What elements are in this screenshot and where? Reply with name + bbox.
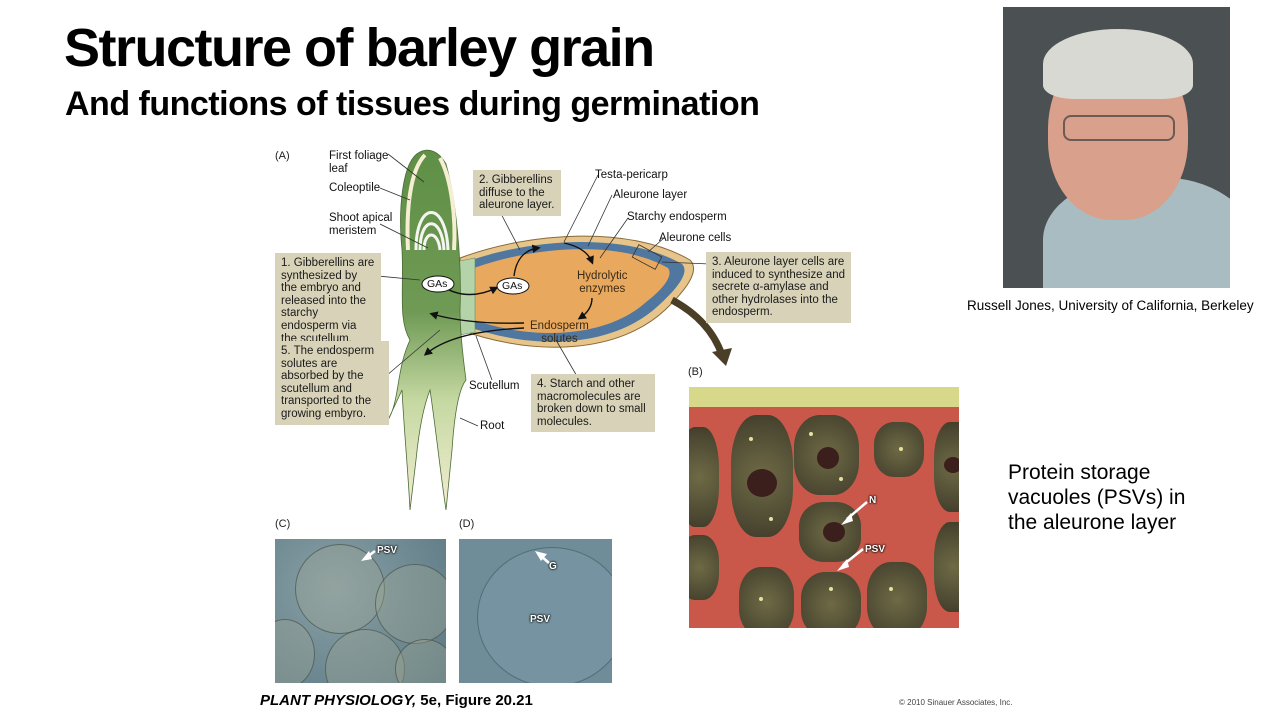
label-endosperm-solutes: Endosperm solutes — [530, 320, 589, 346]
label-testa-pericarp: Testa-pericarp — [595, 169, 668, 181]
label-aleurone-layer: Aleurone layer — [613, 189, 688, 201]
label-line: Endosperm — [530, 320, 589, 332]
label-line: meristem — [329, 225, 377, 237]
cell — [801, 572, 861, 628]
note-step-4: 4. Starch and other macromolecules are b… — [531, 374, 655, 433]
micrograph-single-psv: G PSV — [459, 539, 612, 683]
portrait-hair — [1043, 29, 1193, 99]
portrait-glasses — [1063, 115, 1175, 141]
micrograph-d-tag-psv: PSV — [530, 614, 551, 625]
cell — [375, 564, 446, 644]
nucleus — [944, 457, 959, 473]
nucleus — [823, 522, 845, 542]
label-gas-embryo: GAs — [427, 278, 448, 290]
portrait-photo — [1003, 7, 1230, 288]
micrograph-c-arrow — [361, 550, 376, 561]
micrograph-b-testa — [689, 387, 959, 407]
citation-book: PLANT PHYSIOLOGY, — [260, 692, 417, 709]
psv-description-line: the aleurone layer — [1008, 511, 1177, 534]
panel-label-a: (A) — [275, 150, 290, 162]
nucleus — [817, 447, 839, 469]
label-first-foliage-leaf: First foliage leaf — [329, 150, 388, 176]
psv-dot — [809, 432, 813, 436]
label-line: solutes — [541, 333, 578, 345]
label-line: Shoot apical — [329, 212, 393, 224]
micrograph-b-tag-n: N — [869, 495, 877, 506]
label-aleurone-cells: Aleurone cells — [659, 232, 732, 244]
cell — [867, 562, 927, 628]
panel-label-b: (B) — [688, 366, 703, 378]
label-coleoptile: Coleoptile — [329, 182, 381, 194]
copyright-notice: © 2010 Sinauer Associates, Inc. — [899, 698, 1013, 707]
label-line: enzymes — [579, 283, 626, 295]
note-step-3: 3. Aleurone layer cells are induced to s… — [706, 252, 851, 323]
micrograph-b-arrows — [837, 501, 868, 571]
psv-dot — [829, 587, 833, 591]
citation-rest: 5e, Figure 20.21 — [416, 692, 533, 709]
cell — [689, 427, 719, 527]
cell — [934, 522, 959, 612]
label-line: Hydrolytic — [577, 270, 628, 282]
barley-grain-diagram — [377, 149, 732, 511]
label-scutellum: Scutellum — [469, 380, 520, 392]
psv-dot — [749, 437, 753, 441]
label-line: leaf — [329, 163, 348, 175]
barley-grain-figure: (A) (B) (C) (D) First foliage leaf Coleo… — [270, 140, 970, 700]
nucleus — [747, 469, 777, 497]
note-step-2: 2. Gibberellins diffuse to the aleurone … — [473, 170, 561, 216]
note-step-1: 1. Gibberellins are synthesized by the e… — [275, 253, 381, 350]
label-gas-endosperm: GAs — [502, 280, 523, 292]
cell — [739, 567, 794, 628]
micrograph-d-tag-g: G — [549, 561, 557, 572]
psv-description-line: vacuoles (PSVs) in — [1008, 486, 1186, 509]
psv-vacuole — [477, 547, 612, 683]
psv-dot — [759, 597, 763, 601]
label-line: First foliage — [329, 150, 389, 162]
label-root: Root — [480, 420, 505, 432]
cell — [395, 639, 446, 683]
label-hydrolytic-enzymes: Hydrolytic enzymes — [577, 270, 627, 296]
slide-title: Structure of barley grain — [64, 18, 655, 78]
micrograph-b-tag-psv: PSV — [865, 544, 886, 555]
panel-label-d: (D) — [459, 518, 475, 530]
figure-citation: PLANT PHYSIOLOGY, 5e, Figure 20.21 — [260, 692, 533, 709]
slide-subtitle: And functions of tissues during germinat… — [65, 85, 760, 123]
micrograph-d-arrow — [535, 551, 550, 564]
panel-label-c: (C) — [275, 518, 291, 530]
label-starchy-endosperm: Starchy endosperm — [627, 211, 727, 223]
photo-caption: Russell Jones, University of California,… — [967, 298, 1254, 313]
label-shoot-apical-meristem: Shoot apical meristem — [329, 212, 392, 238]
micrograph-psv-cells: PSV — [275, 539, 446, 683]
psv-dot — [769, 517, 773, 521]
note-step-5: 5. The endosperm solutes are absorbed by… — [275, 341, 389, 425]
psv-description-line: Protein storage — [1008, 461, 1151, 484]
psv-dot — [839, 477, 843, 481]
micrograph-aleurone-layer: N PSV — [689, 387, 959, 628]
psv-description: Protein storage vacuoles (PSVs) in the a… — [1008, 460, 1185, 535]
psv-dot — [899, 447, 903, 451]
psv-dot — [889, 587, 893, 591]
micrograph-c-tag-psv: PSV — [377, 545, 398, 556]
cell — [689, 535, 719, 600]
